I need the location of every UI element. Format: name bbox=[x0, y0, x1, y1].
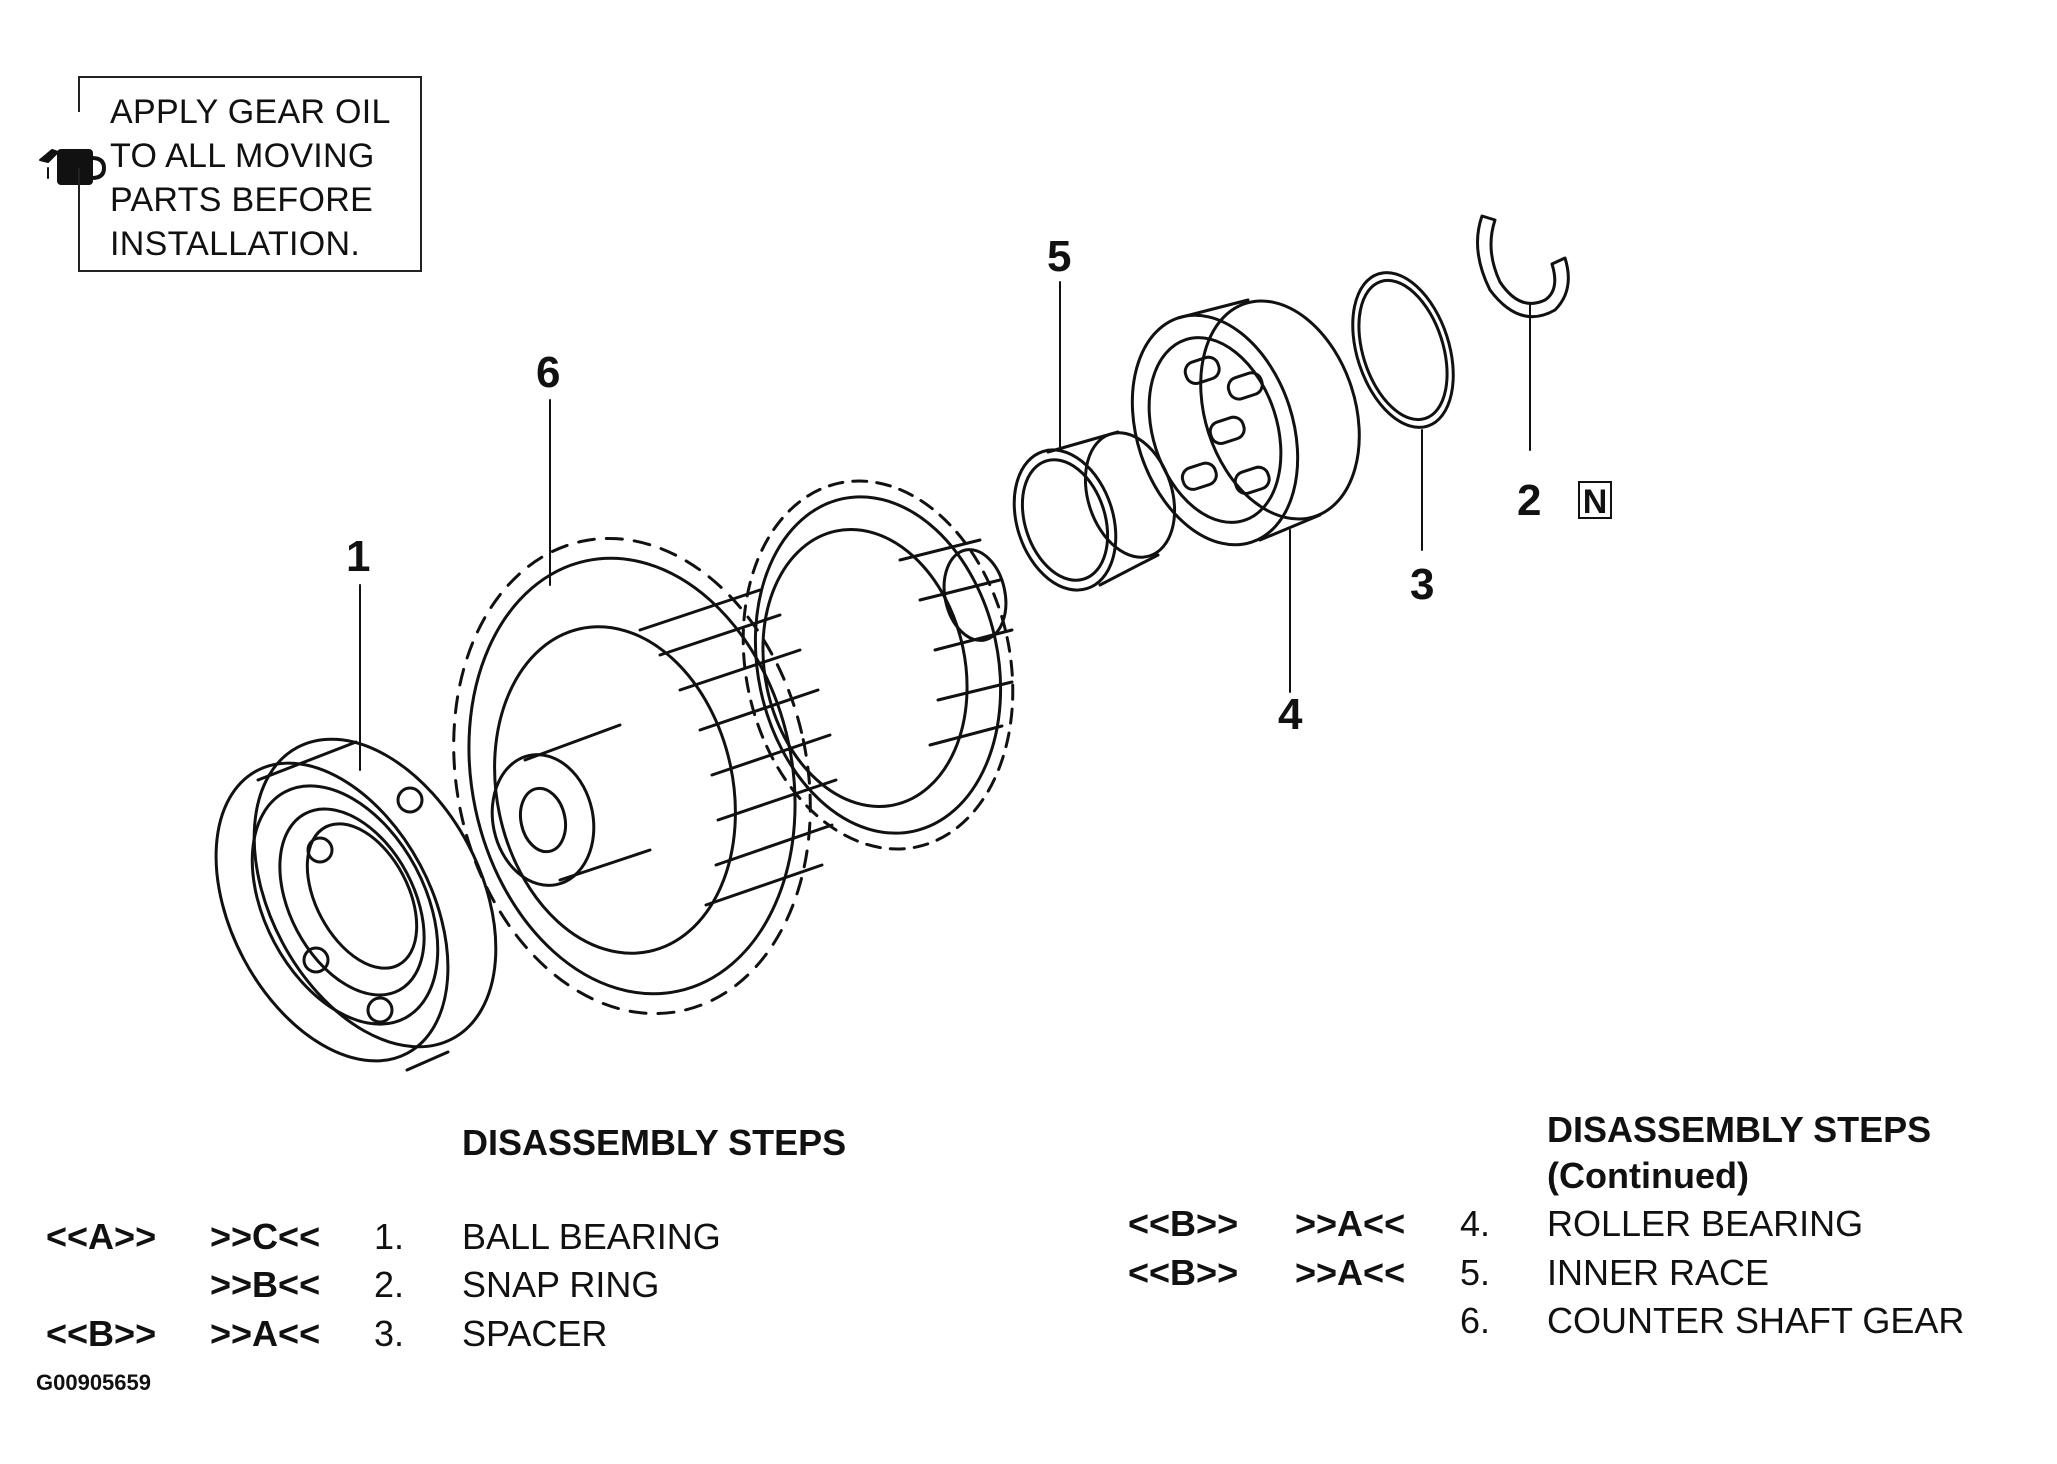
step-name: ROLLER BEARING bbox=[1547, 1203, 1864, 1244]
step-name: SPACER bbox=[462, 1313, 608, 1354]
steps-heading: DISASSEMBLY STEPS bbox=[462, 1122, 847, 1163]
step-row-6: 6. COUNTER SHAFT GEAR bbox=[0, 1298, 2057, 1344]
counter-shaft-gear-part bbox=[452, 479, 1015, 1016]
oil-can-icon bbox=[39, 149, 106, 185]
snap-ring-part bbox=[1476, 214, 1570, 319]
inner-race-part bbox=[1012, 430, 1177, 592]
callout-5: 5 bbox=[1047, 232, 1072, 281]
step-number: 2. bbox=[374, 1264, 405, 1305]
step-row-1: <<A>> >>C<< 1. BALL BEARING bbox=[0, 1214, 1000, 1260]
step-number: 5. bbox=[1460, 1252, 1491, 1293]
removal-code: <<B>> bbox=[1128, 1252, 1239, 1293]
removal-code: <<A>> bbox=[46, 1216, 157, 1257]
step-row-4: <<B>> >>A<< 4. ROLLER BEARING bbox=[0, 1201, 2057, 1247]
steps-heading-continued: DISASSEMBLY STEPS (Continued) bbox=[1547, 1107, 1931, 1199]
step-row-5: <<B>> >>A<< 5. INNER RACE bbox=[0, 1250, 2057, 1296]
step-name: SNAP RING bbox=[462, 1264, 660, 1305]
step-name: BALL BEARING bbox=[462, 1216, 721, 1257]
install-code: >>B<< bbox=[210, 1264, 321, 1305]
callout-4: 4 bbox=[1278, 690, 1303, 739]
note-line-4: INSTALLATION. bbox=[110, 225, 361, 263]
install-code: >>A<< bbox=[1295, 1252, 1406, 1293]
step-number: 6. bbox=[1460, 1300, 1491, 1341]
note-border-top bbox=[78, 76, 420, 78]
non-reusable-badge: N bbox=[1578, 481, 1612, 521]
removal-code: <<B>> bbox=[1128, 1203, 1239, 1244]
step-name: INNER RACE bbox=[1547, 1252, 1770, 1293]
callout-2: 2 bbox=[1517, 476, 1542, 525]
install-code: >>A<< bbox=[210, 1313, 321, 1354]
leader-lines bbox=[359, 281, 1531, 771]
gear-oil-note: APPLY GEAR OIL TO ALL MOVING PARTS BEFOR… bbox=[78, 76, 422, 272]
steps-heading-text: DISASSEMBLY STEPS bbox=[1547, 1109, 1932, 1150]
ball-bearing-part bbox=[214, 737, 498, 1072]
note-border-left bbox=[78, 76, 80, 112]
install-code: >>A<< bbox=[1295, 1203, 1406, 1244]
figure-id: G00905659 bbox=[36, 1370, 151, 1395]
note-line-3: PARTS BEFORE bbox=[110, 181, 374, 219]
steps-heading-continued-text: (Continued) bbox=[1547, 1155, 1749, 1196]
note-border-left-lower bbox=[78, 168, 80, 272]
callout-3: 3 bbox=[1410, 560, 1435, 609]
step-row-2: >>B<< 2. SNAP RING bbox=[0, 1262, 1000, 1308]
note-line-2: TO ALL MOVING bbox=[110, 137, 375, 175]
install-code: >>C<< bbox=[210, 1216, 321, 1257]
step-number: 4. bbox=[1460, 1203, 1491, 1244]
roller-bearing-part bbox=[1130, 298, 1361, 547]
spacer-part bbox=[1351, 271, 1455, 429]
step-number: 3. bbox=[374, 1313, 405, 1354]
note-line-1: APPLY GEAR OIL bbox=[110, 93, 391, 131]
callout-6: 6 bbox=[536, 348, 561, 397]
callout-1: 1 bbox=[346, 532, 371, 581]
step-name: COUNTER SHAFT GEAR bbox=[1547, 1300, 1965, 1341]
step-row-3: <<B>> >>A<< 3. SPACER bbox=[0, 1311, 1000, 1357]
note-text: APPLY GEAR OIL TO ALL MOVING PARTS BEFOR… bbox=[110, 90, 391, 266]
removal-code: <<B>> bbox=[46, 1313, 157, 1354]
step-number: 1. bbox=[374, 1216, 405, 1257]
